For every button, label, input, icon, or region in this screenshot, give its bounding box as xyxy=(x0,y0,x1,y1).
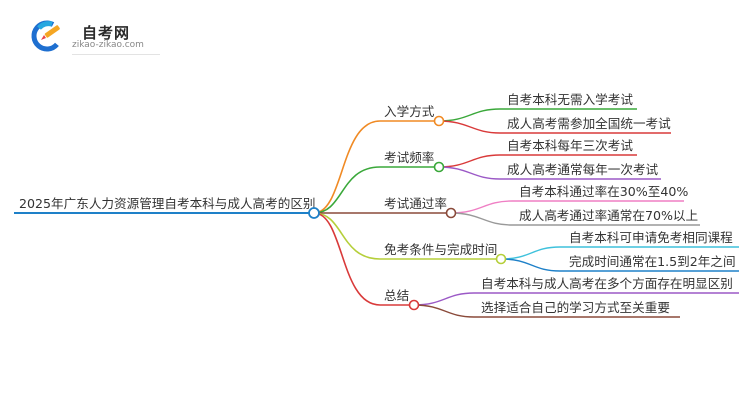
leaf-connector-3-1 xyxy=(450,200,513,214)
leaf-label-5-2: 选择适合自己的学习方式至关重要 xyxy=(481,300,670,315)
branch-label-5: 总结 xyxy=(384,288,409,303)
branch-node-circle-4[interactable] xyxy=(495,253,507,265)
branch-connector-5 xyxy=(313,212,381,306)
leaf-label-2-2: 成人高考通常每年一次考试 xyxy=(507,162,659,177)
logo-url: zikao-zikao.com xyxy=(72,40,144,50)
logo-title: 自考网 xyxy=(82,24,131,42)
leaf-label-5-1: 自考本科与成人高考在多个方面存在明显区别 xyxy=(481,276,733,291)
branch-connector-1 xyxy=(313,120,381,214)
branch-node-circle-5[interactable] xyxy=(408,299,420,311)
site-logo[interactable]: 自考网 zikao-zikao.com xyxy=(30,18,160,58)
branch-label-4: 免考条件与完成时间 xyxy=(384,242,497,257)
root-node-label: 2025年广东人力资源管理自考本科与成人高考的区别 xyxy=(19,196,316,211)
leaf-label-1-1: 自考本科无需入学考试 xyxy=(507,92,633,107)
leaf-connector-1-1 xyxy=(438,108,501,122)
leaf-label-2-1: 自考本科每年三次考试 xyxy=(507,138,633,153)
leaf-label-4-2: 完成时间通常在1.5到2年之间 xyxy=(569,254,736,269)
leaf-label-4-1: 自考本科可申请免考相同课程 xyxy=(569,230,733,245)
branch-node-circle-1[interactable] xyxy=(433,115,445,127)
logo-mark-icon xyxy=(31,20,63,52)
branch-label-1: 入学方式 xyxy=(384,104,435,119)
leaf-label-3-1: 自考本科通过率在30%至40% xyxy=(519,184,688,199)
logo-divider xyxy=(72,54,160,55)
logo-ring xyxy=(31,20,63,52)
leaf-connector-4-2 xyxy=(500,258,561,272)
logo-ring-accent xyxy=(37,21,53,30)
leaf-connector-5-2 xyxy=(413,304,475,318)
mindmap-edges xyxy=(14,108,739,318)
branch-label-3: 考试通过率 xyxy=(384,196,447,211)
logo-pencil-body xyxy=(44,25,60,38)
branch-label-2: 考试频率 xyxy=(384,150,434,165)
root-node-circle[interactable] xyxy=(308,207,320,219)
leaf-connector-3-2 xyxy=(450,212,513,226)
branch-node-circle-3[interactable] xyxy=(445,207,457,219)
leaf-label-1-2: 成人高考需参加全国统一考试 xyxy=(507,116,671,131)
leaf-connector-2-1 xyxy=(438,154,501,168)
leaf-connector-1-2 xyxy=(438,120,501,134)
leaf-connector-2-2 xyxy=(438,166,501,180)
leaf-connector-5-1 xyxy=(413,292,475,306)
branch-connector-4 xyxy=(313,212,381,260)
branch-node-circle-2[interactable] xyxy=(433,161,445,173)
leaf-label-3-2: 成人高考通过率通常在70%以上 xyxy=(519,208,698,223)
branch-connector-2 xyxy=(313,166,381,214)
logo-pencil-tip xyxy=(41,35,46,40)
mindmap-nodes: 2025年广东人力资源管理自考本科与成人高考的区别 入学方式 自考本科无需入学考试成… xyxy=(19,92,736,315)
leaf-connector-4-1 xyxy=(500,246,561,260)
